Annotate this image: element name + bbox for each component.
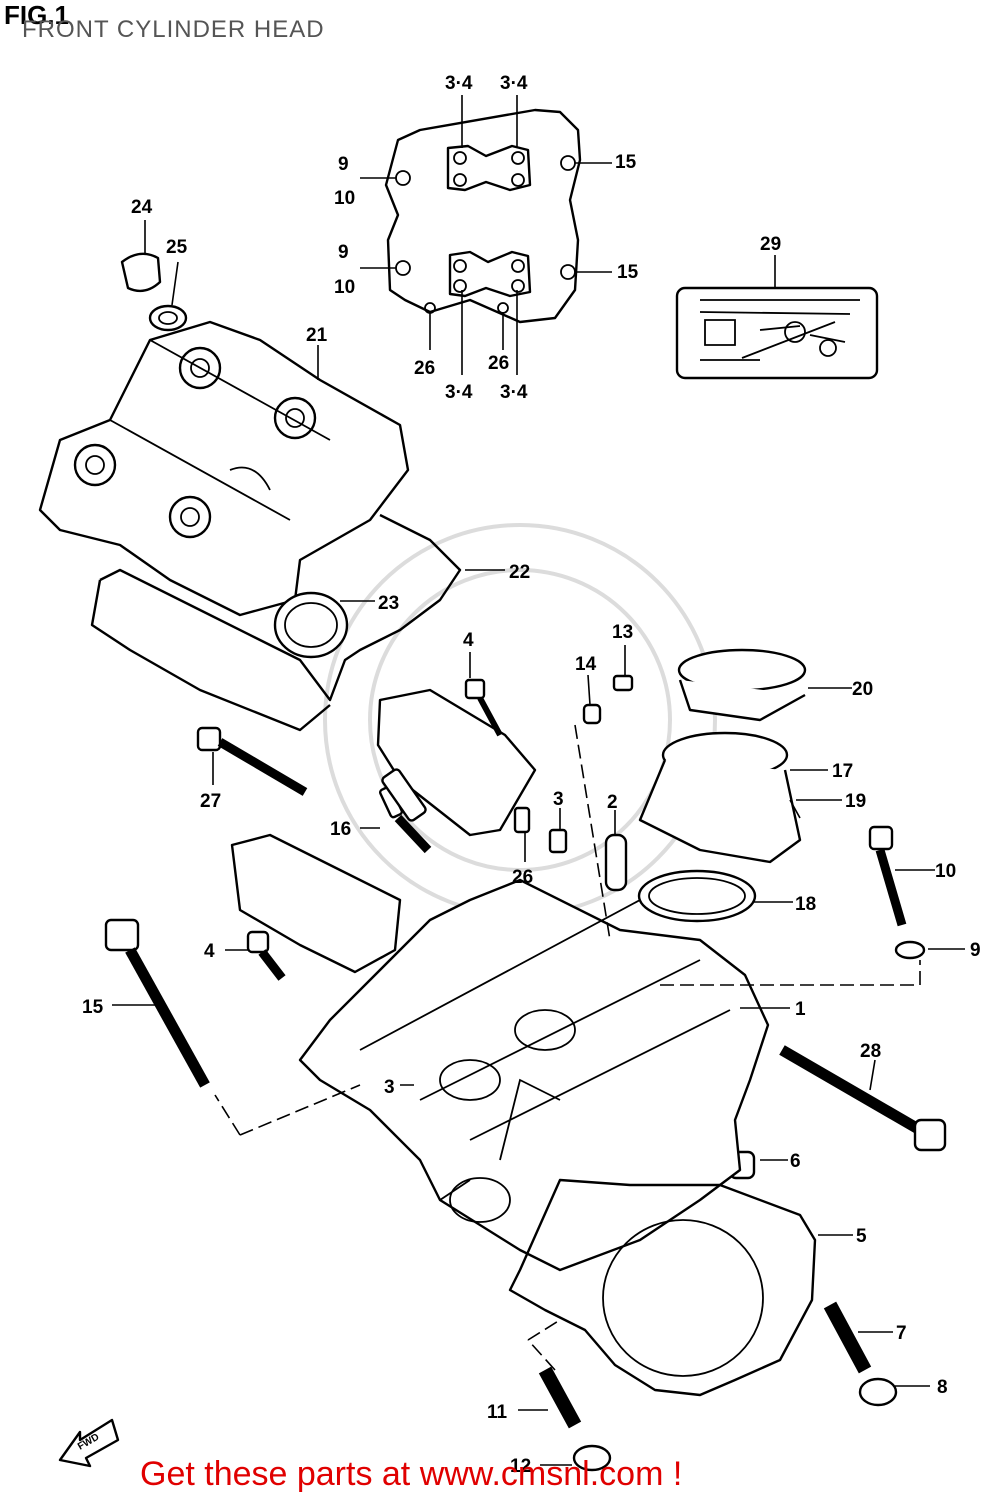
intake-parts	[637, 648, 807, 923]
callout-7: 7	[896, 1323, 907, 1344]
callout-18: 18	[795, 894, 816, 915]
inset-cover-gasket	[384, 108, 582, 324]
callout-13: 13	[612, 622, 633, 643]
callout-4: 4	[463, 630, 474, 651]
callout-10: 10	[935, 861, 956, 882]
callout-29: 29	[760, 234, 781, 255]
camshaft-housing-upper	[376, 688, 537, 837]
callout-9: 9	[338, 242, 349, 263]
figure-id: FIG.1	[4, 0, 70, 30]
callout-23: 23	[378, 593, 399, 614]
callout-10: 10	[334, 277, 355, 298]
cylinder-head-cover	[38, 320, 410, 617]
callout-3-4: 3·4	[445, 382, 473, 403]
callout-2: 2	[607, 792, 618, 813]
callout-17: 17	[832, 761, 853, 782]
callout-27: 27	[200, 791, 221, 812]
cylinder-head	[298, 878, 770, 1272]
oil-filler-cap	[120, 252, 188, 332]
callout-16: 16	[330, 819, 351, 840]
callout-24: 24	[131, 197, 153, 218]
callout-25: 25	[166, 237, 188, 258]
callout-14: 14	[575, 654, 597, 675]
callout-labels: 3·4 3·4 3·4 3·4 9 10 9 10 15 15 26 26 24…	[76, 73, 981, 1477]
cover-gasket	[90, 513, 462, 732]
callout-5: 5	[856, 1226, 867, 1247]
callout-22: 22	[509, 562, 530, 583]
callout-11: 11	[487, 1402, 508, 1423]
callout-3-4: 3·4	[500, 73, 528, 94]
promo-banner-link[interactable]: Get these parts at www.cmsnl.com !	[140, 1455, 683, 1493]
callout-19: 19	[845, 791, 866, 812]
callout-6: 6	[790, 1151, 801, 1172]
callout-9: 9	[970, 940, 981, 961]
figure-title: FRONT CYLINDER HEAD	[22, 16, 325, 43]
callout-26: 26	[512, 867, 533, 888]
callout-3-4: 3·4	[500, 382, 528, 403]
label-plate-29	[675, 286, 879, 380]
spark-plug	[381, 768, 427, 822]
callout-26: 26	[414, 358, 435, 379]
cylinder-head-gasket	[508, 1178, 817, 1397]
bolts	[104, 674, 947, 1472]
callout-3: 3	[384, 1077, 395, 1098]
callout-15: 15	[617, 262, 639, 283]
callout-20: 20	[852, 679, 873, 700]
callout-28: 28	[860, 1041, 881, 1062]
callout-15: 15	[615, 152, 637, 173]
callout-3-4: 3·4	[445, 73, 473, 94]
callout-9: 9	[338, 154, 349, 175]
callout-15: 15	[82, 997, 104, 1018]
callout-8: 8	[937, 1377, 948, 1398]
callout-3: 3	[553, 789, 564, 810]
callout-4: 4	[204, 941, 215, 962]
callout-10: 10	[334, 188, 355, 209]
leader-lines	[112, 95, 965, 1466]
callout-12: 12	[510, 1456, 531, 1477]
camshaft-housing-lower	[230, 833, 402, 974]
callout-21: 21	[306, 325, 328, 346]
forward-direction-icon	[58, 1418, 120, 1468]
callout-26: 26	[488, 353, 509, 374]
callout-1: 1	[795, 999, 806, 1020]
